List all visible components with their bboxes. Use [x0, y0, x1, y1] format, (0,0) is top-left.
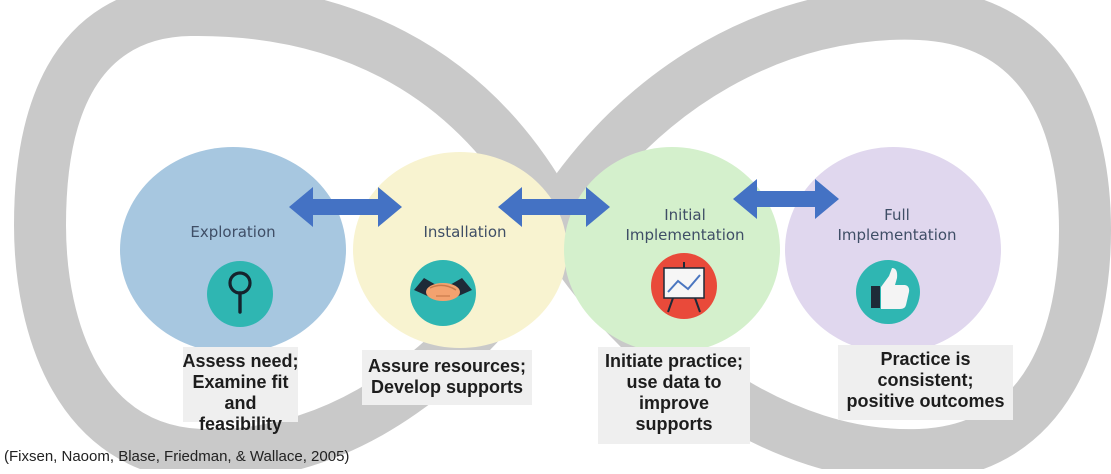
full-implementation-circle	[785, 147, 1001, 353]
exploration-caption-bg	[183, 347, 298, 422]
stage-label-exploration: Exploration	[173, 222, 293, 242]
caption-line: consistent;	[877, 370, 974, 390]
caption-backgrounds	[183, 345, 1013, 444]
stage-label-full-implementation: Full Implementation	[822, 205, 972, 245]
thumbs-up-icon	[856, 260, 920, 324]
stage-label-line: Implementation	[837, 226, 957, 244]
initial-implementation-caption-bg	[598, 347, 750, 444]
caption-line: improve	[638, 393, 710, 413]
caption-line: Examine fit and	[192, 372, 289, 413]
initial-full-arrow	[733, 179, 839, 219]
citation-text: (Fixsen, Naoom, Blase, Friedman, & Walla…	[4, 448, 350, 465]
full-implementation-caption-bg	[838, 345, 1013, 420]
stage-label-installation: Installation	[405, 222, 525, 242]
caption-exploration: Assess need; Examine fit and feasibility	[175, 351, 306, 435]
caption-line: positive outcomes	[846, 391, 1005, 411]
caption-line: feasibility	[198, 414, 283, 434]
caption-initial-implementation: Initiate practice; use data to improve s…	[590, 351, 758, 435]
exploration-circle	[120, 147, 346, 353]
caption-installation: Assure resources; Develop supports	[357, 356, 537, 398]
installation-initial-arrow	[498, 187, 610, 227]
caption-line: Assure resources;	[367, 356, 527, 376]
installation-caption-bg	[362, 350, 532, 405]
magnifying-glass-icon	[207, 261, 273, 327]
caption-line: Initiate practice;	[604, 351, 744, 371]
stage-label-line: Implementation	[625, 226, 745, 244]
handshake-icon	[410, 260, 476, 326]
stage-label-line: Full	[884, 206, 910, 224]
initial-implementation-circle	[564, 147, 780, 353]
caption-line: Assess need;	[182, 351, 299, 371]
stage-label-line: Installation	[423, 223, 507, 241]
presentation-chart-icon	[651, 253, 717, 319]
caption-line: use data to	[626, 372, 722, 392]
exploration-installation-arrow	[289, 187, 402, 227]
stage-label-initial-implementation: Initial Implementation	[610, 205, 760, 245]
stage-label-line: Exploration	[190, 223, 276, 241]
caption-full-implementation: Practice is consistent; positive outcome…	[830, 349, 1021, 412]
infinity-loop	[13, 0, 1111, 474]
caption-line: Develop supports	[370, 377, 524, 397]
caption-line: Practice is	[880, 349, 971, 369]
stage-label-line: Initial	[664, 206, 706, 224]
caption-line: supports	[635, 414, 713, 434]
